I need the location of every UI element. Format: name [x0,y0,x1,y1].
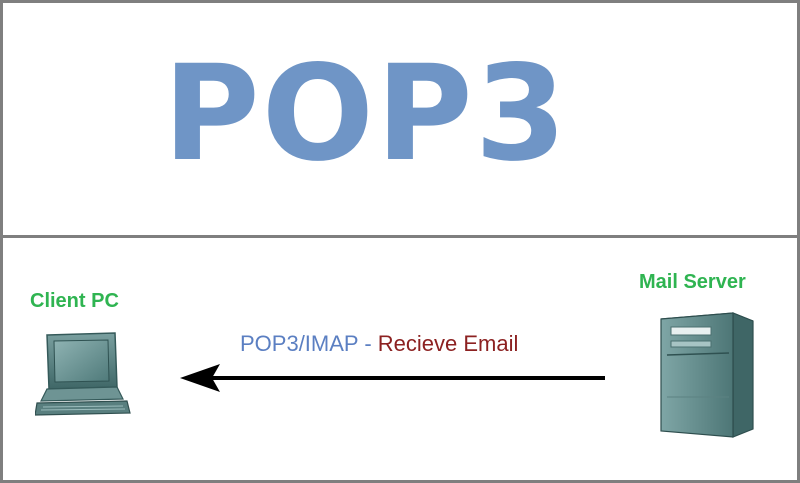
server-tower-icon [660,312,754,438]
edge-label: POP3/IMAP - Recieve Email [240,331,518,357]
mail-server-label: Mail Server [639,271,746,293]
desktop-computer-icon [35,332,131,416]
receive-email-arrow [180,364,605,392]
edge-protocol: POP3/IMAP [240,331,359,356]
diagram-title: POP3 [163,37,569,191]
section-divider [3,235,797,238]
edge-action: Recieve Email [377,331,519,356]
client-pc-label: Client PC [30,290,119,312]
edge-separator: - [358,331,378,356]
